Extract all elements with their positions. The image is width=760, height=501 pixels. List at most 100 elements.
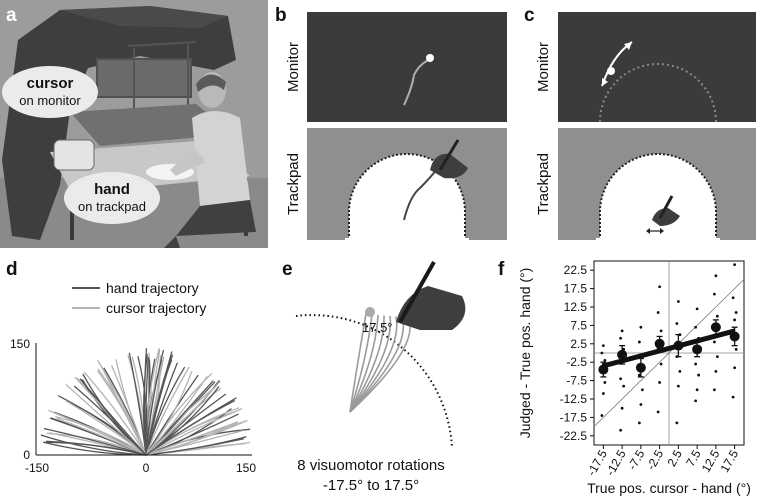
cursor-trajectory xyxy=(145,421,239,456)
person xyxy=(164,72,256,248)
target-arc-c xyxy=(599,63,717,123)
frame-rail xyxy=(127,41,197,47)
individual-point xyxy=(695,388,699,392)
individual-point xyxy=(731,296,735,300)
d-xtick-neg150: -150 xyxy=(25,461,49,475)
target-arc-e xyxy=(295,314,453,449)
panel-e: e 17.5° 8 visuomotor rotations -17.5° to… xyxy=(282,259,466,494)
mean-point xyxy=(673,340,684,351)
trajectory-fan xyxy=(40,348,251,456)
individual-point xyxy=(601,392,605,395)
hand-c xyxy=(652,208,680,226)
individual-point xyxy=(601,344,605,348)
legend-cursor-label: cursor trajectory xyxy=(106,300,206,316)
individual-point xyxy=(734,311,738,314)
identity-line xyxy=(593,279,745,427)
cursor-trajectory xyxy=(145,421,238,456)
individual-point xyxy=(600,414,604,417)
mean-point xyxy=(617,349,628,360)
individual-point xyxy=(600,351,604,355)
mean-point xyxy=(598,364,609,375)
mirror xyxy=(70,104,234,146)
individual-point xyxy=(714,370,718,373)
mean-point xyxy=(710,322,721,333)
panel-f: f 22.517.512.57.52.5-2.5-7.5-12.5-17.5-2… xyxy=(498,259,751,496)
individual-point xyxy=(733,318,737,322)
individual-point xyxy=(715,314,719,318)
rotation-trajectory xyxy=(349,313,367,413)
individual-point xyxy=(694,399,698,403)
f-ytick-label: 12.5 xyxy=(564,300,588,314)
f-xtick-label: -2.5 xyxy=(644,447,667,472)
fit-line xyxy=(602,328,736,369)
f-ytick-label: -22.5 xyxy=(560,429,588,443)
individual-point xyxy=(619,428,623,432)
panel-c: Monitor Trackpad c xyxy=(518,0,760,248)
hand-trajectory xyxy=(82,373,147,456)
cursor-trajectory xyxy=(83,371,147,456)
individual-point xyxy=(675,421,679,425)
individual-point xyxy=(676,300,680,303)
cursor-trajectory xyxy=(65,399,147,456)
hand-trajectory-b xyxy=(403,167,439,221)
cursor-dot-b xyxy=(426,54,434,62)
caption-line-2: -17.5° to 17.5° xyxy=(323,477,419,494)
f-ylabel: Judged - True pos. hand (°) xyxy=(517,268,533,439)
angle-label: 17.5° xyxy=(362,320,393,335)
pen-c xyxy=(658,195,674,219)
panel-label-b: b xyxy=(275,5,287,26)
mean-point xyxy=(692,344,703,355)
monitor-screen-b xyxy=(307,12,507,122)
individual-point xyxy=(658,381,662,384)
trackpad-label-b: Trackpad xyxy=(285,153,302,215)
panel-a: cursor on monitor hand on trackpad a xyxy=(0,0,268,248)
f-ytick-label: 17.5 xyxy=(564,282,588,296)
f-ytick-label: 22.5 xyxy=(564,263,588,277)
f-xlabel: True pos. cursor - hand (°) xyxy=(587,480,751,496)
individual-point xyxy=(712,388,716,392)
panel-label-f: f xyxy=(498,259,505,280)
f-xtick-label: -7.5 xyxy=(625,447,648,472)
hand-trajectory xyxy=(128,352,147,456)
pen-b xyxy=(438,139,460,171)
individual-point xyxy=(733,366,737,370)
f-plot: 22.517.512.57.52.5-2.5-7.5-12.5-17.5-22.… xyxy=(560,261,745,478)
f-ytick-label: -12.5 xyxy=(560,392,588,406)
hand-trajectory xyxy=(145,397,237,456)
individual-point xyxy=(637,421,641,425)
individual-point xyxy=(678,370,682,373)
hand-trajectory xyxy=(79,378,147,456)
individual-point xyxy=(640,388,644,392)
rotation-trajectory xyxy=(349,314,373,413)
monitor-label-c: Monitor xyxy=(535,42,552,92)
panel-b: Monitor Trackpad b xyxy=(272,0,514,248)
d-xtick-0: 0 xyxy=(143,461,150,475)
individual-point xyxy=(656,410,660,414)
individual-point xyxy=(694,362,698,366)
hand-trajectory xyxy=(145,374,199,456)
legend-hand-label: hand trajectory xyxy=(106,280,199,296)
individual-point xyxy=(697,373,701,377)
cursor-rest: on monitor xyxy=(19,93,81,108)
rotated-cursor-dot xyxy=(365,307,375,317)
rotation-trajectory xyxy=(349,314,379,413)
cursor-trajectory xyxy=(145,376,208,456)
mean-point xyxy=(654,338,665,349)
f-xtick-label: 12.5 xyxy=(699,447,723,475)
rotation-curves xyxy=(349,313,411,413)
f-ytick-label: -7.5 xyxy=(566,374,587,388)
hand-b xyxy=(430,153,468,179)
individual-point xyxy=(620,329,624,333)
d-ytick-150: 150 xyxy=(10,337,30,351)
individual-point xyxy=(658,285,662,289)
hand-bubble xyxy=(64,172,160,224)
caption-line-1: 8 visuomotor rotations xyxy=(297,457,445,474)
individual-point xyxy=(619,336,623,340)
cursor-trajectory xyxy=(145,407,243,456)
hand-trajectory xyxy=(43,427,147,456)
start-region-b xyxy=(348,153,466,241)
cursor-trajectory-b xyxy=(403,59,429,106)
cursor-dot-c xyxy=(607,67,615,75)
panel-label-c: c xyxy=(524,5,535,26)
